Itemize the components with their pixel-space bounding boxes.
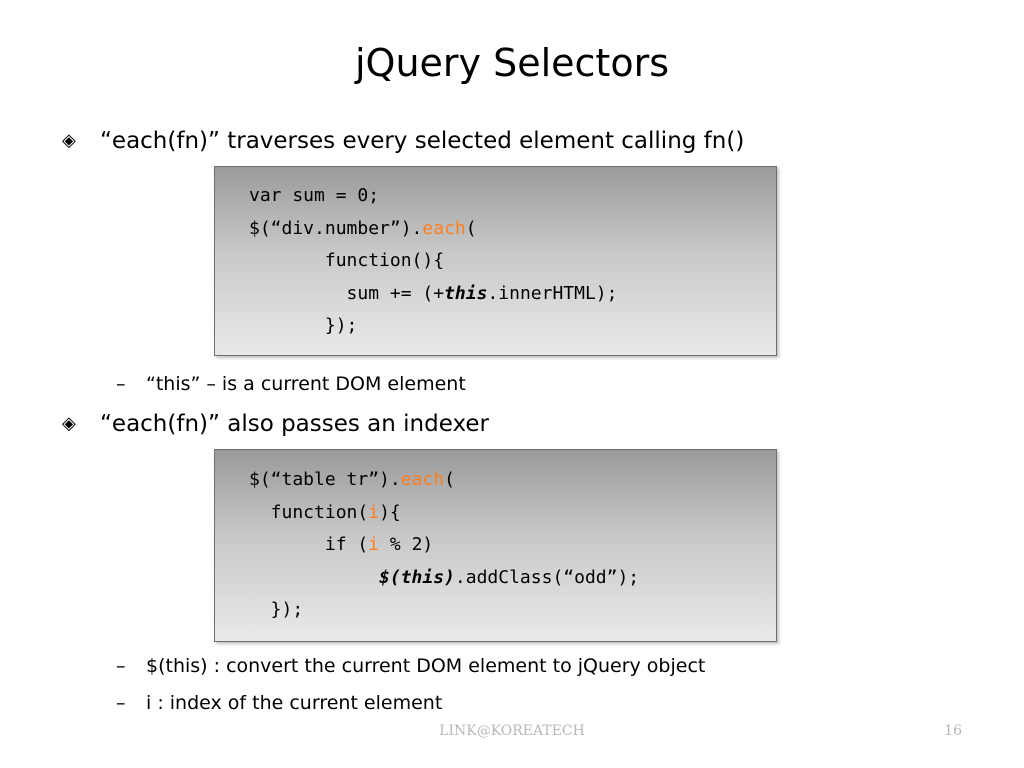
each-keyword: each — [422, 217, 466, 239]
code-line: function(i){ — [249, 501, 401, 523]
bullet-text: “each(fn)” also passes an indexer — [100, 411, 489, 437]
dash-marker: – — [116, 655, 126, 677]
code-line: $(“div.number”).each( — [249, 217, 477, 239]
footer-org: LINK@KOREATECH — [439, 723, 585, 739]
index-var: i — [368, 534, 380, 556]
bullet-text: “each(fn)” traverses every selected elem… — [100, 128, 745, 154]
sub-bullet-text: $(this) : convert the current DOM elemen… — [146, 655, 706, 677]
slide-title: jQuery Selectors — [354, 41, 670, 85]
code-line: }); — [249, 315, 358, 337]
code-text: $(“table tr”).each( function(i){ if (i %… — [215, 450, 776, 627]
code-line: if (i % 2) — [249, 534, 434, 556]
bullet-each-indexer: ◈ “each(fn)” also passes an indexer — [62, 408, 489, 440]
code-line: $(“table tr”).each( — [249, 469, 455, 490]
bullet-each-traverses: ◈ “each(fn)” traverses every selected ele… — [62, 125, 744, 157]
code-line: $(this).addClass(“odd”); — [379, 566, 640, 588]
sub-bullet-index: –i : index of the current element — [116, 689, 442, 717]
sub-bullet-text: i : index of the current element — [146, 692, 443, 714]
code-line: }); — [249, 599, 304, 621]
jquery-this: $(this) — [379, 566, 455, 588]
dash-marker: – — [116, 692, 126, 714]
dash-marker: – — [116, 373, 126, 395]
diamond-bullet-icon: ◈ — [62, 130, 76, 151]
sub-bullet-this: –“this” – is a current DOM element — [116, 370, 466, 398]
code-line: function(){ — [249, 250, 445, 272]
sub-bullet-text: “this” – is a current DOM element — [146, 373, 466, 395]
code-block-table: $(“table tr”).each( function(i){ if (i %… — [214, 449, 777, 642]
code-line: sum += (+this.innerHTML); — [249, 282, 618, 304]
code-block-sum: var sum = 0; $(“div.number”).each( funct… — [214, 166, 777, 356]
each-keyword: each — [400, 469, 445, 490]
code-line: var sum = 0; — [249, 185, 380, 206]
sub-bullet-jquery-this: –$(this) : convert the current DOM eleme… — [116, 652, 705, 680]
this-keyword: this — [444, 282, 488, 304]
code-text: var sum = 0; $(“div.number”).each( funct… — [215, 167, 776, 343]
index-param: i — [368, 501, 380, 523]
diamond-bullet-icon: ◈ — [62, 413, 76, 434]
page-number: 16 — [944, 723, 962, 739]
